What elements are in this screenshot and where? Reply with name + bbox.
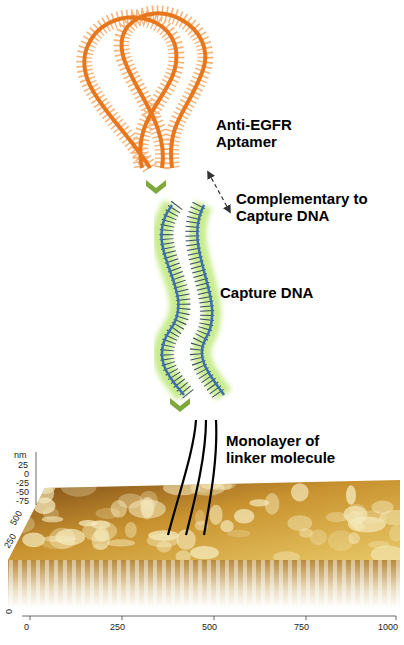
callout-label: Capture DNA	[220, 284, 313, 301]
surface-texture	[157, 541, 172, 553]
surface-texture	[33, 497, 55, 514]
surface-texture	[234, 509, 255, 524]
axis-label: -50	[16, 487, 29, 497]
surface-texture	[291, 483, 309, 501]
surface-texture	[107, 539, 135, 546]
double-arrow	[208, 172, 230, 212]
axis-tick	[396, 616, 397, 620]
surface-texture	[190, 546, 219, 559]
surface-texture	[118, 493, 143, 508]
axis-label: -75	[16, 496, 29, 506]
axis-label: 500	[202, 622, 217, 632]
callout-label: Complementary to Capture DNA	[236, 190, 376, 224]
axis-label: 750	[294, 622, 309, 632]
linker-molecules	[168, 420, 216, 535]
axis-label: nm	[14, 450, 27, 460]
axis-label: 0	[24, 469, 29, 479]
surface-texture	[328, 530, 354, 551]
surface-texture	[220, 520, 233, 532]
surface-texture	[368, 541, 390, 548]
surface-texture	[22, 532, 45, 547]
axis-label: 25	[18, 460, 28, 470]
axis-label: 500	[8, 509, 24, 527]
surface-texture	[287, 515, 312, 531]
callout-label: Anti-EGFR Aptamer	[216, 116, 308, 150]
surface-texture	[346, 485, 356, 504]
axis-tick	[214, 616, 215, 620]
axis-label: 0	[24, 622, 29, 632]
aptamer	[84, 13, 205, 168]
surface-texture	[353, 522, 365, 531]
surface-texture	[82, 520, 117, 541]
chevron	[146, 180, 166, 194]
surface-texture	[49, 528, 75, 549]
chevron	[170, 398, 190, 412]
afm-surface	[0, 475, 404, 608]
surface-texture	[125, 522, 137, 538]
surface-texture	[209, 505, 222, 525]
axis-tick	[306, 616, 307, 620]
axis-label: 250	[110, 622, 125, 632]
axis-label: -25	[16, 478, 29, 488]
surface-texture	[61, 475, 97, 497]
surface-texture	[195, 510, 205, 526]
surface-texture	[389, 525, 403, 542]
axis	[22, 452, 396, 620]
axis-label: 1000	[378, 622, 398, 632]
surface-texture	[176, 550, 191, 563]
surface-texture	[249, 499, 269, 506]
axis-label: 0	[4, 609, 14, 614]
surface-texture	[273, 551, 300, 562]
axis-tick	[122, 616, 123, 620]
surface-texture	[60, 478, 87, 485]
capture-dna	[161, 205, 224, 395]
surface-texture	[348, 504, 365, 514]
surface-texture	[309, 530, 327, 545]
axis-tick	[30, 616, 31, 620]
callout-label: Monolayer of linker molecule	[226, 432, 356, 466]
surface-texture	[227, 530, 251, 537]
